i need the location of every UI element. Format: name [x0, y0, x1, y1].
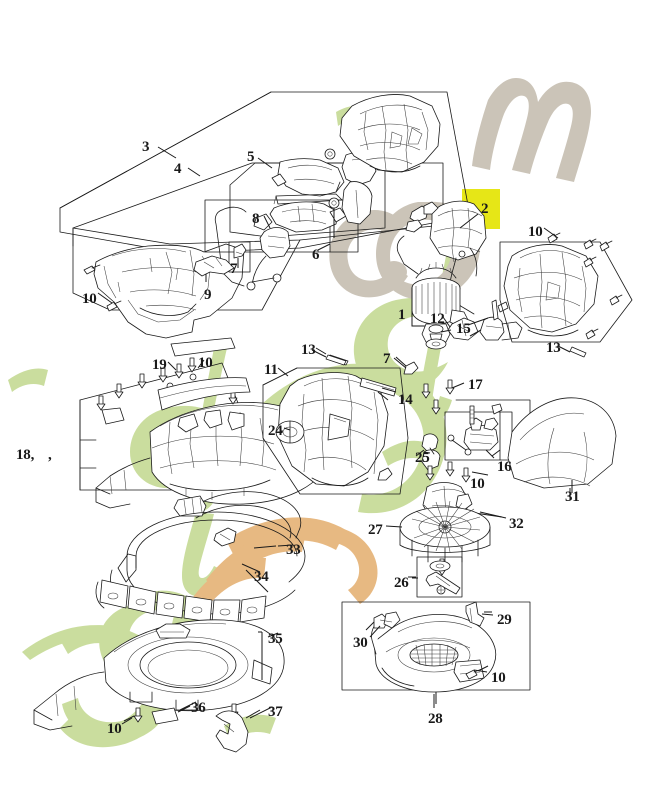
callout-11-c11: 11 — [264, 362, 278, 378]
part-10-screw-28 — [465, 665, 489, 680]
callout-12-c12: 12 — [430, 311, 445, 327]
callout-3-c3: 3 — [142, 139, 150, 155]
callout-33-c33: 33 — [286, 542, 301, 558]
callout-18-c18: 18, — [16, 447, 35, 463]
part-10-screw-left — [83, 264, 122, 312]
callout-32-c32: 32 — [509, 516, 524, 532]
callout-35-c35: 35 — [268, 631, 283, 647]
part-8-switch-cable — [214, 206, 291, 291]
callout-10-c10d: 10 — [470, 476, 485, 492]
callout-30-c30: 30 — [353, 635, 368, 651]
callout-7-c7b: 7 — [383, 351, 391, 367]
part-13-rod — [311, 349, 347, 366]
part-3-housing — [93, 243, 245, 339]
part-15-clamp — [469, 299, 523, 341]
callout-6-c6: 6 — [312, 247, 320, 263]
callout-1-c1: 1 — [398, 307, 406, 323]
callout-27-c27: 27 — [368, 522, 383, 538]
callout-13-c13a: 13 — [546, 340, 561, 356]
callout-10-c10b: 10 — [528, 224, 543, 240]
part-36-pad — [151, 705, 191, 725]
callout-16-c16: 16 — [497, 459, 512, 475]
callout-25-c25: 25 — [415, 450, 430, 466]
callout-37-c37: 37 — [268, 704, 283, 720]
group-7-boundary — [228, 241, 251, 273]
part-16-assembly — [447, 403, 503, 457]
callout-13-c13b: 13 — [301, 342, 316, 358]
part-34-segments — [99, 579, 267, 623]
callout-19-c19: 19 — [152, 357, 167, 373]
part-29-clip — [465, 601, 492, 627]
callout-4-c4: 4 — [174, 161, 182, 177]
callout-5-c5: 5 — [247, 149, 255, 165]
part-26-items — [408, 560, 461, 595]
callout-36-c36: 36 — [191, 700, 206, 716]
callout-34-c34: 34 — [254, 569, 269, 585]
callout-29-c29: 29 — [497, 612, 512, 628]
part-28-housing — [371, 614, 496, 693]
part-9-bracket — [193, 255, 235, 282]
callout-10-c10a: 10 — [82, 291, 97, 307]
part-31-cover — [507, 397, 617, 500]
part-13-shell — [503, 244, 599, 337]
callout-28-c28: 28 — [428, 711, 443, 727]
callout-31-c31: 31 — [565, 489, 580, 505]
callout-26-c26: 26 — [394, 575, 409, 591]
part-clip-lower-11 — [377, 467, 393, 481]
part-7-clip — [233, 243, 247, 268]
callout-10-c10f: 10 — [107, 721, 122, 737]
callout-9-c9: 9 — [204, 287, 212, 303]
callout-2-c2: 2 — [481, 201, 489, 217]
part-5-handle — [269, 158, 347, 233]
part-34-ring — [95, 511, 306, 623]
callout-7-c7a: 7 — [230, 261, 238, 277]
callout-17-c17: 17 — [468, 377, 483, 393]
part-30-clamp — [365, 611, 401, 631]
callout-10-c10c: 10 — [198, 355, 213, 371]
group-13-boundary — [499, 241, 633, 343]
group-26-boundary — [416, 556, 463, 598]
callout-15-c15: 15 — [456, 321, 471, 337]
part-17-screws — [421, 379, 455, 415]
callout-24-c24: 24 — [268, 423, 283, 439]
callout-10-c10e: 10 — [491, 670, 506, 686]
callout--c18b: , — [48, 447, 52, 463]
callout-14-c14: 14 — [398, 392, 413, 408]
part-19-plate — [170, 337, 236, 357]
group-19-boundary — [79, 362, 241, 491]
callout-8-c8: 8 — [252, 211, 260, 227]
